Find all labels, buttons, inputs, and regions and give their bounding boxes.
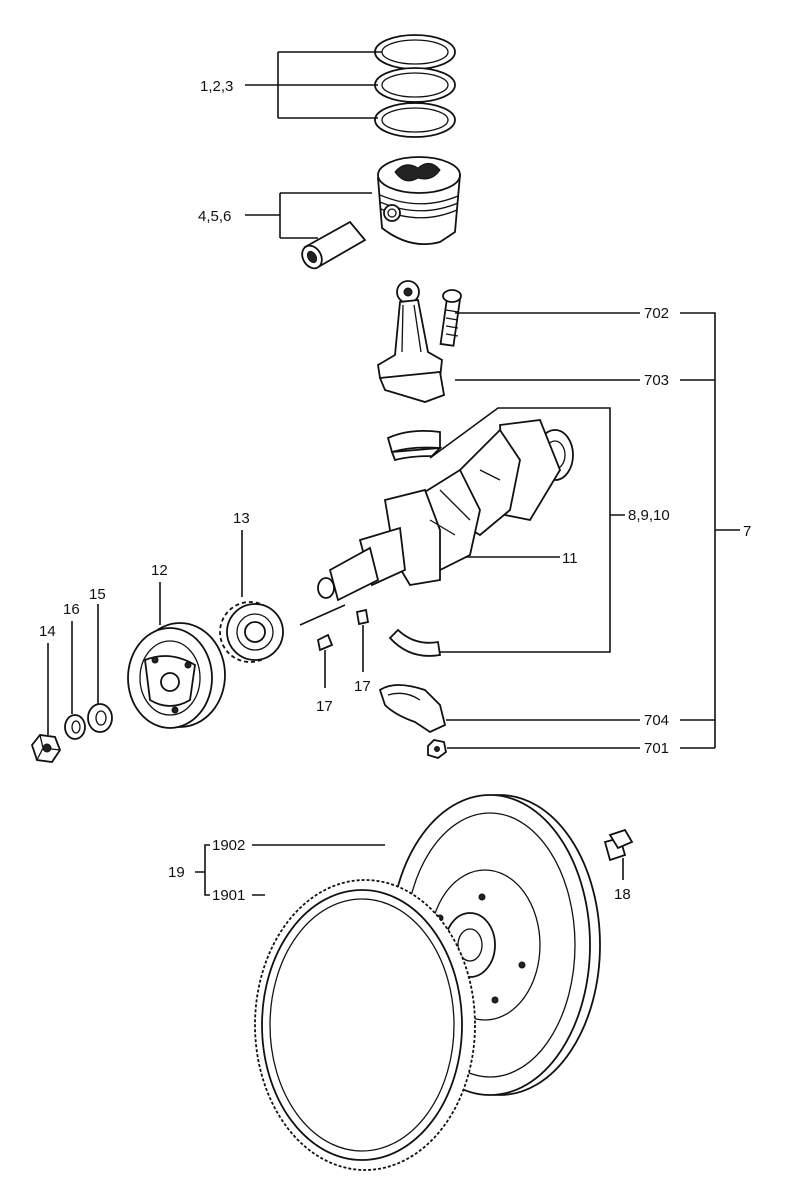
label-crankshaft: 11 [562, 550, 578, 567]
flywheel-bolt [603, 828, 634, 862]
key-right [355, 608, 370, 626]
label-crank-gear: 13 [233, 510, 250, 527]
rod-cap [378, 684, 447, 734]
label-rings: 1,2,3 [200, 78, 233, 95]
bearing-shell-lower [388, 628, 442, 657]
label-washer-16: 16 [63, 601, 80, 618]
pulley [127, 622, 226, 729]
label-rod-bolt: 702 [644, 305, 669, 322]
crank-gear [219, 601, 284, 663]
leader-rod [455, 312, 640, 381]
label-ring-gear-top: 1902 [212, 837, 245, 854]
leader-keys [299, 604, 364, 688]
label-bearings: 8,9,10 [628, 507, 670, 524]
connecting-rod [377, 280, 446, 403]
nut-14 [30, 734, 62, 763]
leader-rings [245, 51, 382, 119]
piston-rings [374, 34, 456, 138]
label-key-left: 17 [316, 698, 333, 715]
piston-pin [301, 220, 367, 270]
leader-rod-assembly [680, 312, 740, 749]
label-washer-15: 15 [89, 586, 106, 603]
label-key-right: 17 [354, 678, 371, 695]
label-rod-nut: 701 [644, 740, 669, 757]
key-left [316, 633, 334, 652]
label-flywheel-bolt: 18 [614, 886, 631, 903]
piston [377, 156, 461, 245]
label-pulley: 12 [151, 562, 168, 579]
label-rod-assembly: 7 [743, 523, 751, 540]
leader-piston [245, 192, 372, 239]
rod-bolt [439, 289, 462, 347]
bearing-shell-upper [386, 429, 443, 462]
label-rod-cap-line: 703 [644, 372, 669, 389]
label-flywheel-group: 19 [168, 864, 185, 881]
leader-bearings [429, 407, 625, 653]
label-nut-14: 14 [39, 623, 56, 640]
leader-flywheel-group [195, 844, 385, 896]
label-rod-cap: 704 [644, 712, 669, 729]
washer-16 [64, 714, 86, 740]
ring-gear [254, 879, 476, 1171]
crankshaft [317, 419, 574, 602]
washer-15 [87, 703, 113, 733]
label-piston: 4,5,6 [198, 208, 231, 225]
label-ring-gear: 1901 [212, 887, 245, 904]
rod-nut [427, 739, 447, 759]
